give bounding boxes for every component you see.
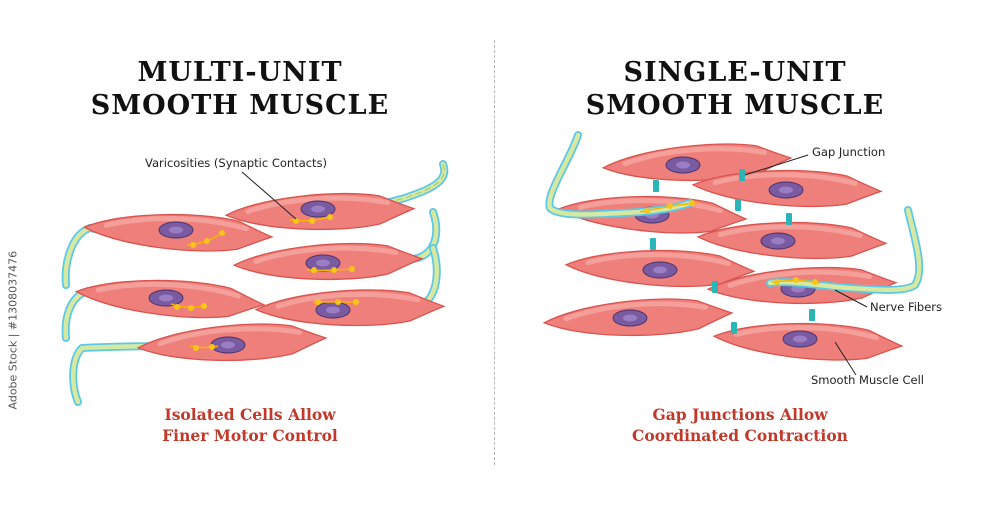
varicosities-pointer <box>241 171 297 220</box>
single-unit-caption-line1: Gap Junctions Allow <box>652 405 828 424</box>
multi-unit-cells <box>75 191 444 366</box>
single-unit-varicosities <box>639 200 821 285</box>
multi-unit-caption: Isolated Cells Allow Finer Motor Control <box>115 404 385 446</box>
single-unit-caption: Gap Junctions Allow Coordinated Contract… <box>585 404 895 446</box>
single-unit-caption-line2: Coordinated Contraction <box>632 426 848 445</box>
multi-unit-title: MULTI-UNIT SMOOTH MUSCLE <box>80 56 400 122</box>
nerve-fibers-label: Nerve Fibers <box>870 300 943 314</box>
multi-unit-title-line1: MULTI-UNIT <box>137 57 343 88</box>
single-unit-title-line2: SMOOTH MUSCLE <box>585 90 885 121</box>
panel-divider <box>494 40 495 465</box>
single-unit-cells <box>543 140 903 363</box>
multi-unit-varicosities <box>170 214 360 351</box>
multi-unit-title-line2: SMOOTH MUSCLE <box>90 90 390 121</box>
smooth-muscle-cell-label: Smooth Muscle Cell <box>811 373 924 387</box>
multi-unit-caption-line2: Finer Motor Control <box>162 426 338 445</box>
gap-junction-label: Gap Junction <box>812 145 886 159</box>
multi-unit-caption-line1: Isolated Cells Allow <box>164 405 336 424</box>
single-unit-title-line1: SINGLE-UNIT <box>623 57 847 88</box>
single-unit-title: SINGLE-UNIT SMOOTH MUSCLE <box>575 56 895 122</box>
stock-credit: Adobe Stock | #1308037476 <box>6 250 20 410</box>
gap-junctions <box>650 169 815 334</box>
varicosities-label: Varicosities (Synaptic Contacts) <box>145 156 328 170</box>
single-unit-nerves <box>545 131 924 294</box>
single-unit-pointers <box>744 154 868 376</box>
